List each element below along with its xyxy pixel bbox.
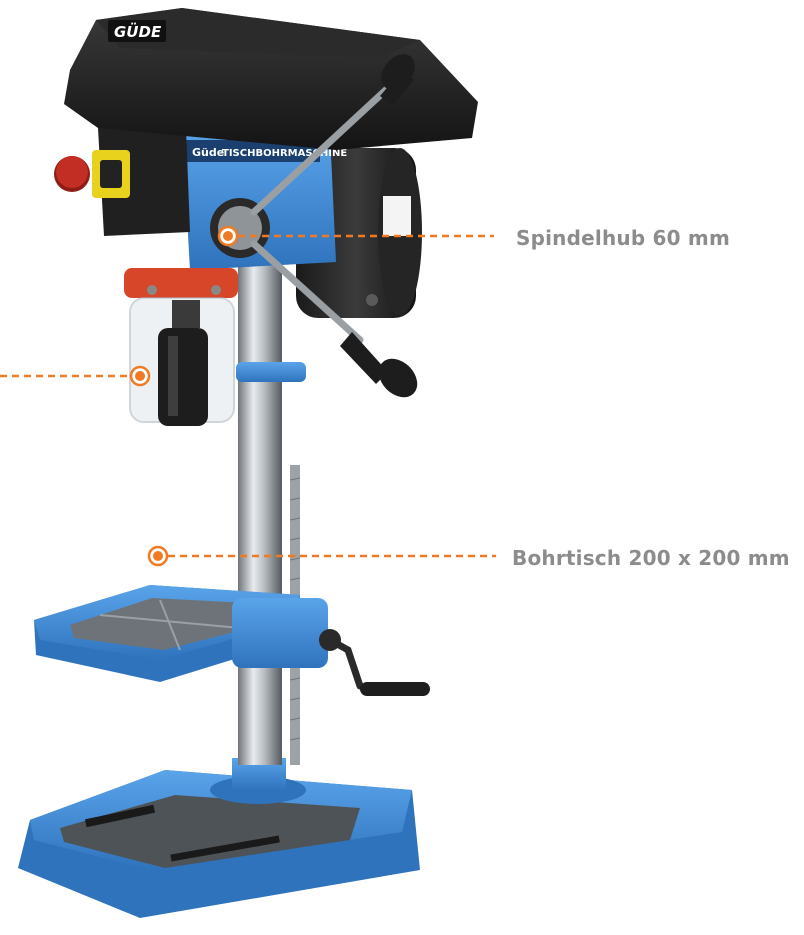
plate-text: TISCHBOHRMASCHINE [222, 148, 347, 159]
drill-table [34, 585, 328, 682]
spindle-stroke-label: Spindelhub 60 mm [516, 226, 730, 250]
column [238, 265, 282, 765]
depth-stop-ring [124, 268, 238, 298]
callout-chuck [0, 365, 151, 387]
table-size-label: Bohrtisch 200 x 200 mm [512, 546, 790, 570]
callout-spindle [217, 225, 494, 247]
plate-brand: Güde [192, 146, 224, 159]
column-collar [236, 362, 306, 382]
base-plate [18, 770, 420, 918]
head-label-plate [186, 140, 320, 162]
brand-logo: GÜDE [114, 22, 162, 41]
rating-plate [383, 196, 411, 236]
emergency-stop-icon [56, 156, 88, 188]
table-crank-handle [319, 629, 430, 696]
chuck [158, 328, 208, 426]
callout-table [147, 545, 496, 567]
